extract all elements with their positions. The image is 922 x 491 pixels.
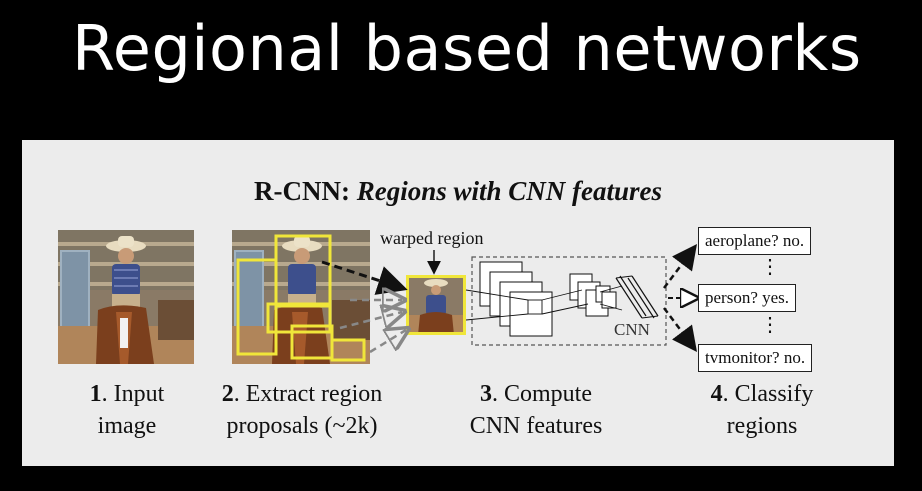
step-2-label: 2. Extract region proposals (~2k): [202, 378, 402, 442]
step-1-line2: image: [97, 413, 157, 439]
fc-layer-2: [627, 277, 655, 319]
step-2-line1: . Extract region: [233, 381, 383, 407]
step-2-number: 2: [221, 381, 234, 407]
proposal-arrow-4: [369, 330, 406, 354]
step-1-line1: . Input: [101, 381, 165, 407]
step-4-number: 4: [710, 381, 723, 407]
vertical-dots-top: ⋮: [760, 256, 780, 278]
cnn-layer-9: [601, 291, 617, 309]
step-1-number: 1: [89, 381, 102, 407]
input-image: [58, 230, 194, 364]
step-4-label: 4. Classify regions: [682, 378, 842, 442]
step-2-line2: proposals (~2k): [226, 413, 378, 439]
step-3-label: 3. Compute CNN features: [446, 378, 626, 442]
fc-layer-1: [615, 277, 643, 319]
rcnn-figure: R-CNN: Regions with CNN features: [22, 140, 894, 466]
warped-region-label: warped region: [380, 228, 484, 248]
step-1-label: 1. Input image: [62, 378, 192, 442]
step-4-line2: regions: [726, 413, 798, 439]
warped-region-image: [406, 275, 466, 335]
class-box-person: person? yes.: [698, 284, 797, 312]
cnn-kernel: [527, 299, 543, 315]
proposal-arrow-main: [321, 260, 408, 295]
figure-title-italic: Regions with CNN features: [356, 176, 663, 206]
figure-title: R-CNN: Regions with CNN features: [22, 176, 894, 207]
step-3-line1: . Compute: [492, 381, 592, 407]
slide-title: Regional based networks: [72, 12, 862, 85]
classify-arrow-top: [663, 244, 697, 289]
figure-title-bold: R-CNN:: [253, 176, 357, 206]
proposal-arrow-3: [339, 312, 402, 330]
step-3-number: 3: [480, 381, 492, 407]
classify-arrow-bottom: [663, 307, 697, 352]
proposal-image: [232, 230, 370, 364]
step-3-line2: CNN features: [469, 413, 603, 439]
class-box-aeroplane: aeroplane? no.: [698, 227, 812, 255]
cnn-diagram: [321, 244, 894, 354]
cnn-container: [471, 256, 667, 346]
cnn-label: CNN: [614, 320, 650, 339]
vertical-dots-bottom: ⋮: [760, 314, 780, 336]
class-box-tvmonitor: tvmonitor? no.: [698, 344, 813, 372]
step-4-line1: . Classify: [722, 381, 814, 407]
